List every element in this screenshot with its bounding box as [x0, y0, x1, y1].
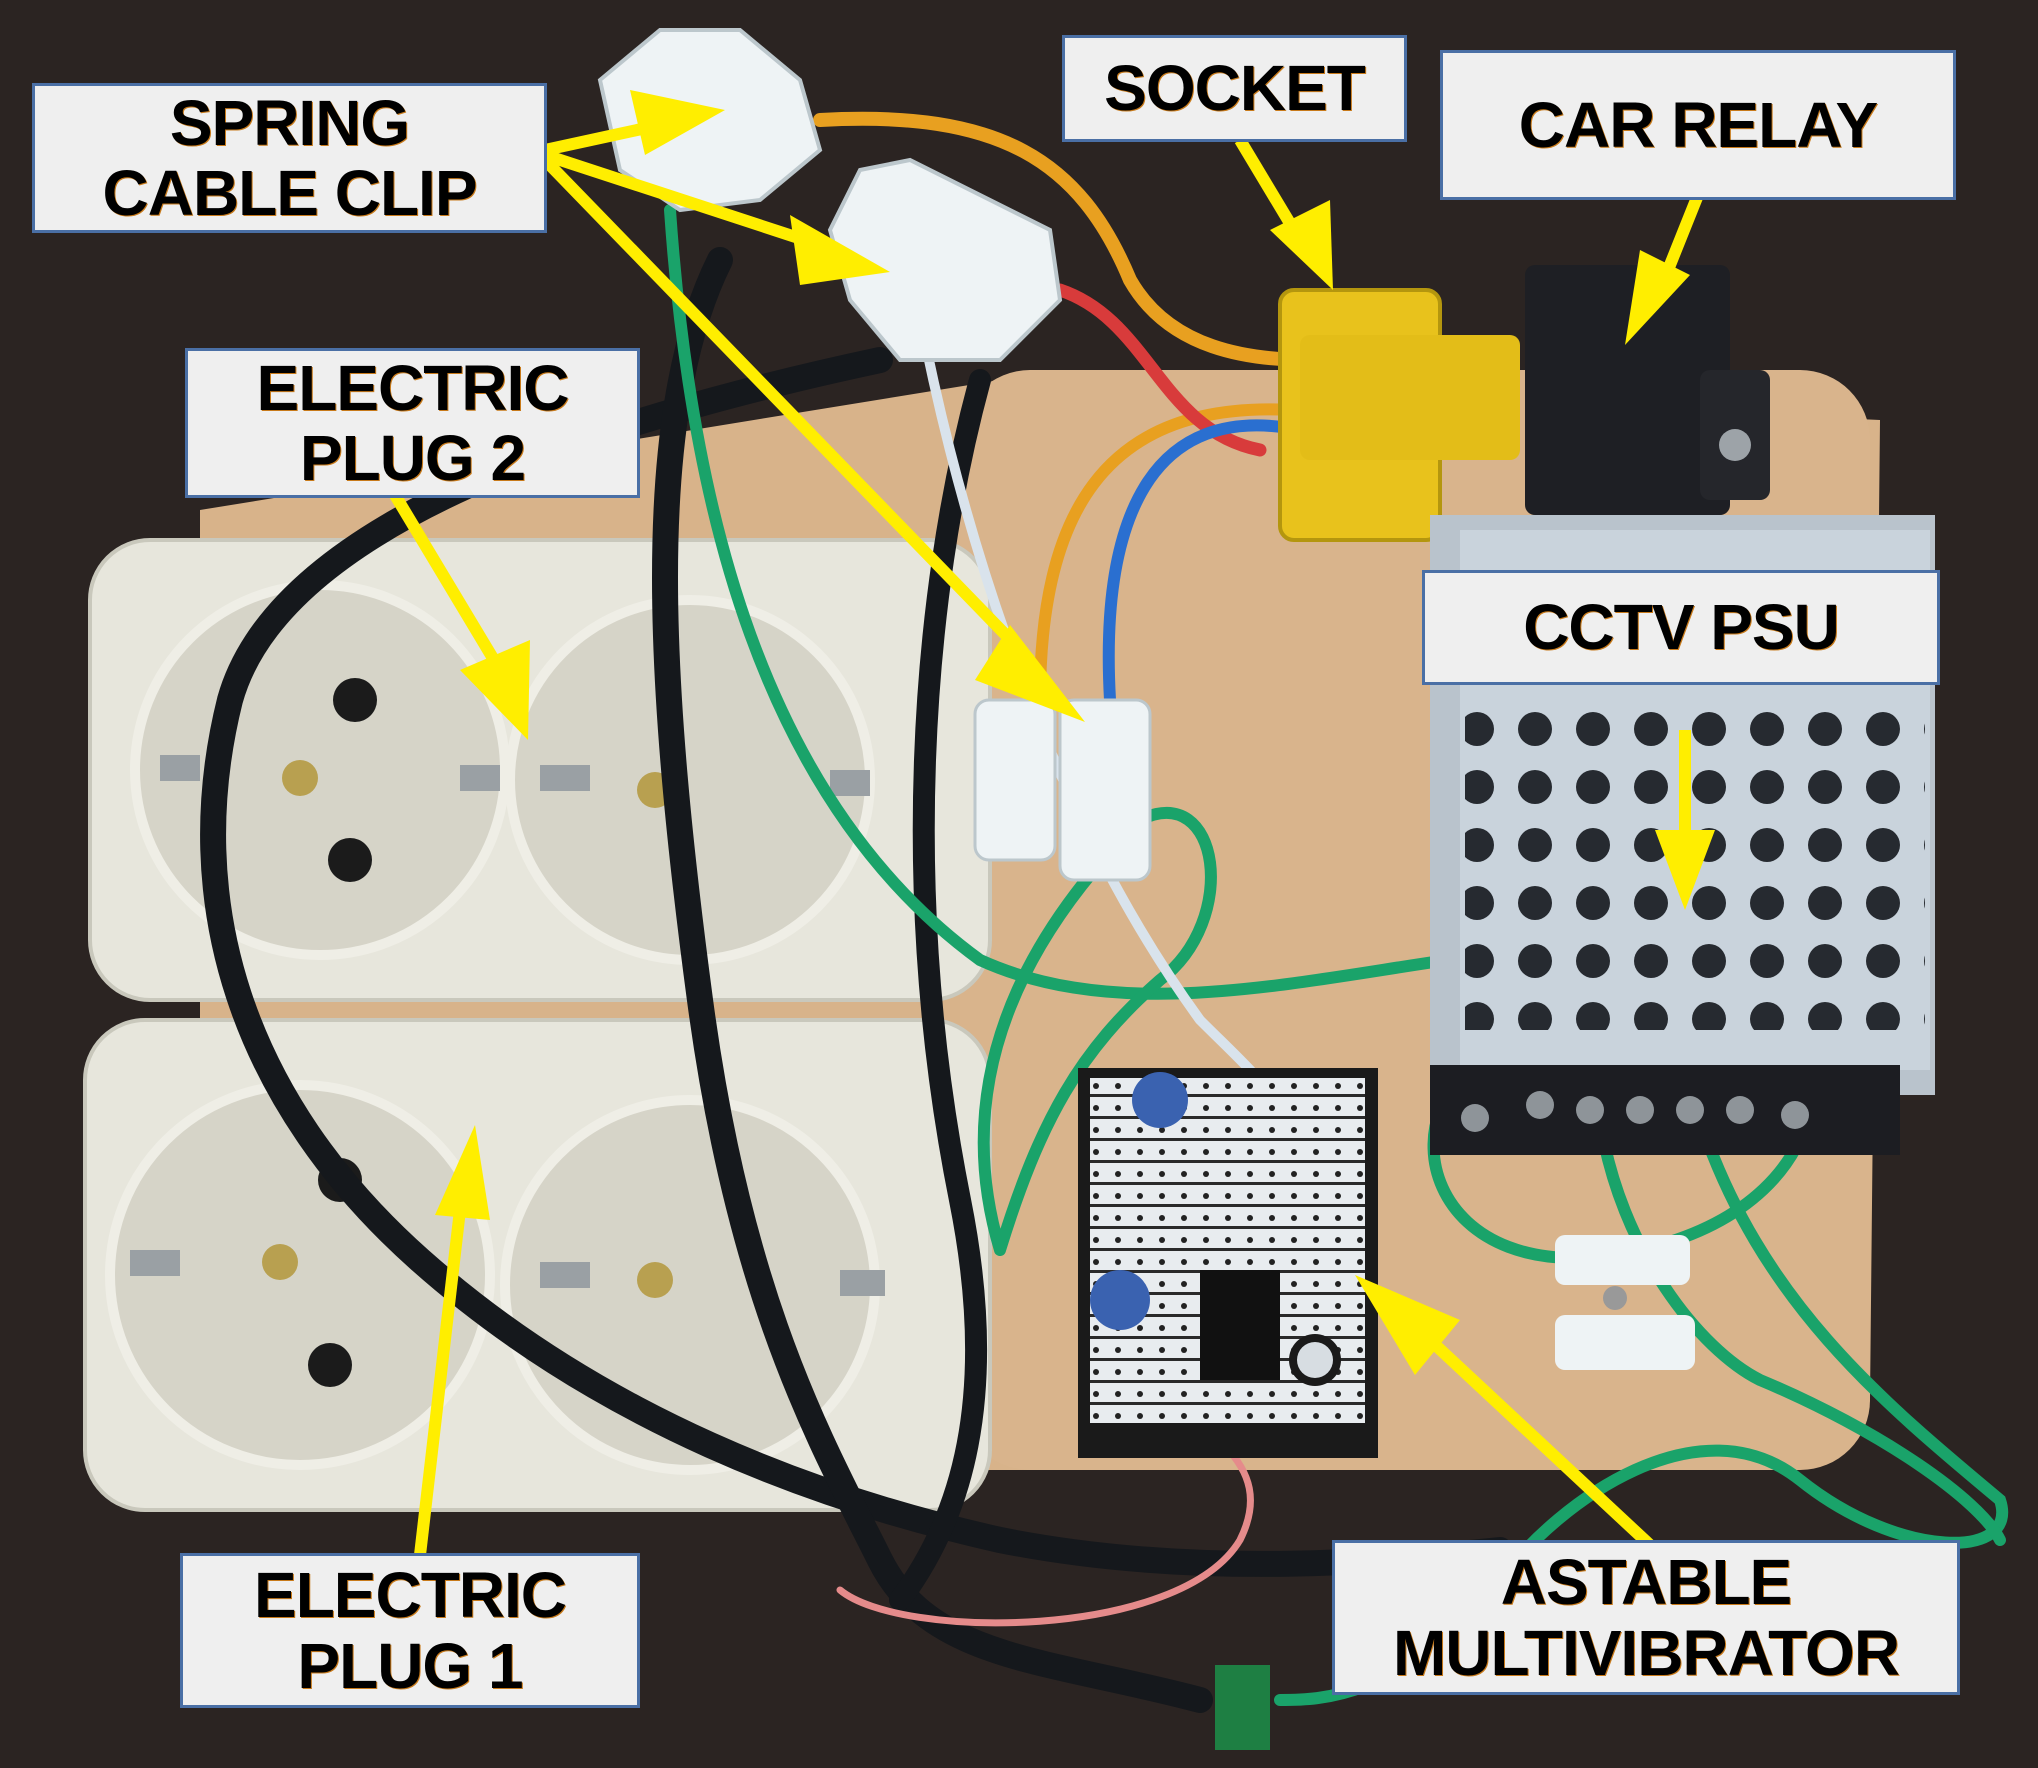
arrow-plug-2: [389, 491, 530, 740]
label-electric-plug-1-line2: PLUG 1: [297, 1629, 523, 1702]
arrow-cctv-psu: [1655, 730, 1715, 910]
wire-red: [1053, 283, 1267, 457]
arrow-spring-clip-1: [543, 90, 725, 156]
label-socket-text: SOCKET: [1104, 52, 1366, 125]
label-electric-plug-1-line1: ELECTRIC: [254, 1559, 567, 1632]
label-cctv-psu: CCTV PSU: [1422, 570, 1940, 685]
wire-orange-2: [1034, 403, 1296, 706]
label-electric-plug-1: ELECTRIC PLUG 1: [180, 1553, 640, 1708]
wire-orange: [813, 111, 1317, 367]
wire-blue: [1102, 419, 1306, 706]
annotation-arrows: [389, 90, 1715, 1556]
label-electric-plug-2-line1: ELECTRIC: [256, 351, 570, 424]
label-spring-cable-clip: SPRING CABLE CLIP: [32, 83, 547, 233]
label-astable-multivibrator-line2: MULTIVIBRATOR: [1392, 1616, 1900, 1689]
arrow-multivibrator: [1355, 1275, 1655, 1550]
label-spring-cable-clip-line2: CABLE CLIP: [102, 157, 478, 229]
terminal-block: [1215, 1665, 1270, 1750]
car-relay: [1525, 265, 1770, 515]
arrow-spring-clip-2: [543, 149, 890, 285]
arrow-plug-1: [414, 1125, 490, 1556]
label-car-relay-text: CAR RELAY: [1518, 88, 1878, 161]
wire-green-4: [1594, 1114, 2006, 1546]
relay-socket: [1278, 288, 1520, 542]
power-cords: [200, 247, 1513, 1713]
label-socket: SOCKET: [1062, 35, 1407, 142]
label-cctv-psu-text: CCTV PSU: [1523, 591, 1840, 664]
label-astable-multivibrator: ASTABLE MULTIVIBRATOR: [1332, 1540, 1960, 1695]
label-electric-plug-2-line2: PLUG 2: [299, 422, 526, 494]
arrow-socket: [1234, 136, 1333, 290]
electric-plug-1: [83, 1018, 992, 1512]
label-car-relay: CAR RELAY: [1440, 50, 1956, 200]
astable-multivibrator-board: [1078, 1068, 1378, 1458]
label-electric-plug-2: ELECTRIC PLUG 2: [185, 348, 640, 498]
label-astable-multivibrator-line1: ASTABLE: [1500, 1546, 1792, 1619]
spring-cable-clip-3: [973, 698, 1152, 882]
label-spring-cable-clip-line1: SPRING: [169, 86, 410, 159]
arrow-car-relay: [1625, 187, 1706, 345]
wire-green-2: [977, 807, 1217, 1256]
spring-cable-clip-4: [1555, 1235, 1695, 1370]
arrow-spring-clip-3: [540, 155, 1085, 722]
